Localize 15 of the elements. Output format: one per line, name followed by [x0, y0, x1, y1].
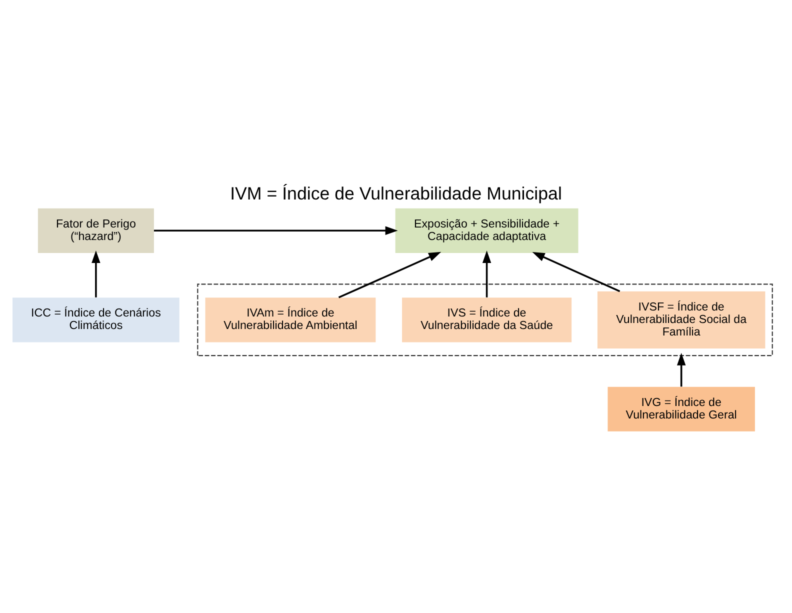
arrow [676, 352, 686, 387]
node-box: IVSF = Índice de Vulnerabilidade Social da Família [597, 291, 766, 348]
arrow [532, 252, 620, 292]
cluster [197, 284, 773, 356]
arrow [338, 252, 442, 298]
node-box: IVG = Índice de Vulnerabilidade Geral [608, 386, 755, 432]
arrow [482, 250, 492, 298]
node-box: IVS = Índice de Vulnerabilidade da Saúde [402, 298, 572, 342]
diagram-title: IVM = Índice de Vulnerabilidade Municipal [230, 183, 562, 204]
node-box: Fator de Perigo (“hazard”) [38, 208, 154, 253]
node-box: ICC = Índice de Cenários Climáticos [12, 298, 180, 342]
node-box: IVAm = Índice de Vulnerabilidade Ambiental [205, 298, 376, 342]
arrow [92, 250, 100, 298]
node-box: Exposição + Sensibilidade + Capacidade adaptativa [395, 208, 578, 253]
arrow [154, 226, 398, 236]
